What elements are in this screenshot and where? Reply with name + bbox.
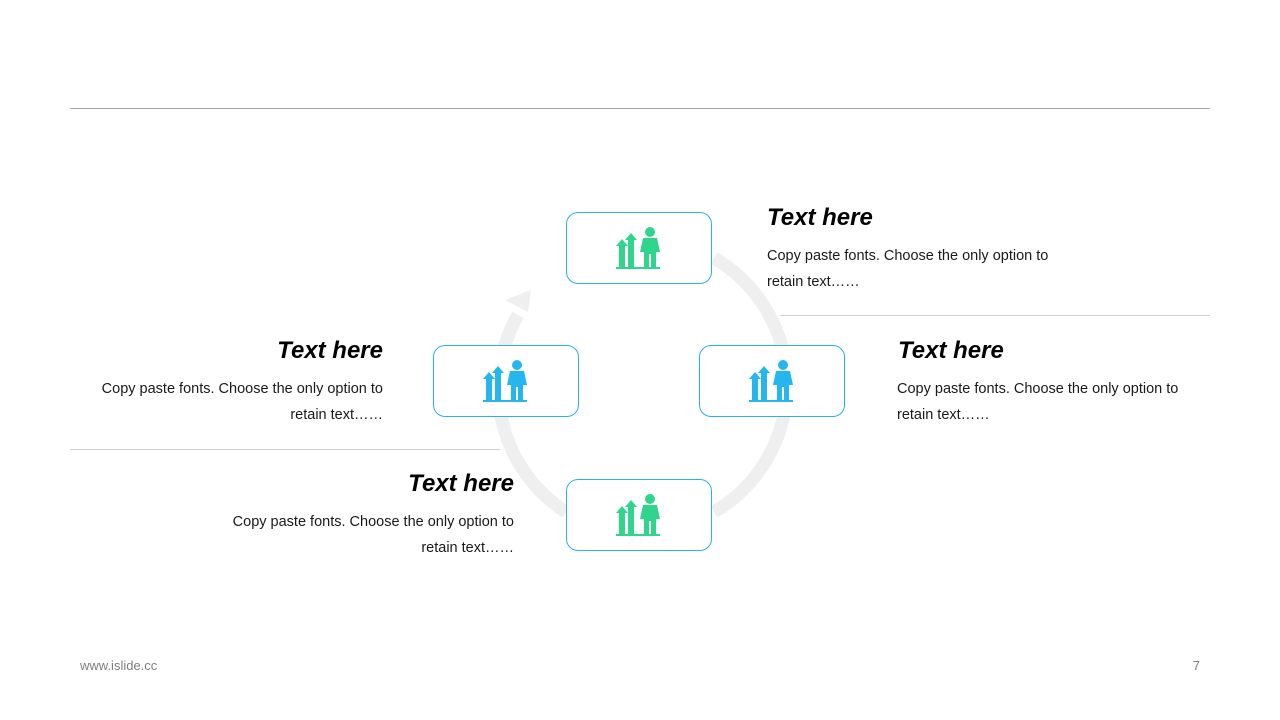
growth-person-icon	[483, 360, 527, 402]
step-description: Copy paste fonts. Choose the only option…	[232, 514, 514, 556]
cycle-arrowhead	[505, 290, 531, 312]
step-title: Text here	[277, 337, 383, 364]
cycle-arc	[491, 311, 570, 518]
growth-person-icon	[616, 227, 660, 269]
step-card-bottom	[566, 479, 712, 551]
step-card-left	[433, 345, 579, 417]
left-divider	[70, 449, 500, 450]
step-description: Copy paste fonts. Choose the only option…	[101, 381, 383, 423]
step-card-right	[699, 345, 845, 417]
footer-url: www.islide.cc	[80, 658, 158, 673]
growth-person-icon	[749, 360, 793, 402]
step-title: Text here	[767, 204, 873, 231]
step-title: Text here	[898, 337, 1004, 364]
growth-person-icon	[616, 494, 660, 536]
step-title: Text here	[408, 470, 514, 497]
right-divider	[780, 315, 1210, 316]
step-card-top	[566, 212, 712, 284]
page-number: 7	[1192, 658, 1200, 673]
step-description: Copy paste fonts. Choose the only option…	[767, 248, 1049, 290]
step-description: Copy paste fonts. Choose the only option…	[897, 381, 1179, 423]
top-divider	[70, 108, 1210, 109]
